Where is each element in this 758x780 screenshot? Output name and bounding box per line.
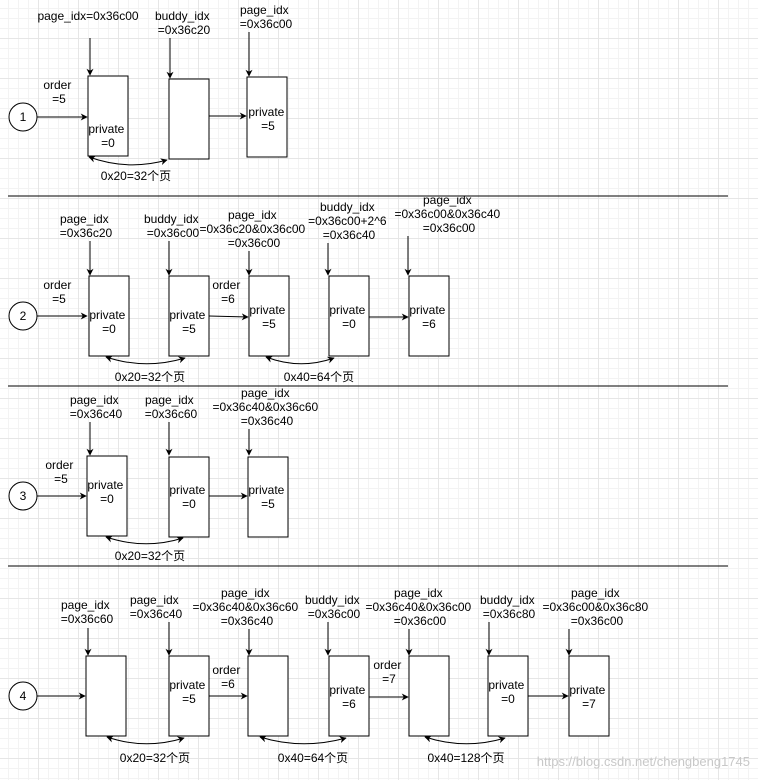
page-idx-label: page_idx =0x36c20 [60,212,113,240]
buddy-idx-label: buddy_idx =0x36c80 [480,593,538,621]
buddy-idx-label: buddy_idx =0x36c00 [144,212,202,240]
page-block [568,655,610,737]
span-label: 0x20=32个页 [101,169,171,183]
arrow [208,313,249,321]
page-block [487,655,529,737]
span-label: 0x40=128个页 [427,751,504,765]
page-idx-label: page_idx =0x36c60 [145,393,198,421]
page-idx-label: page_idx =0x36c40&0x36c00 =0x36c00 [365,586,474,628]
page-idx-label: page_idx =0x36c20&0x36c00 =0x36c00 [199,208,308,250]
block-text: private =5 [248,105,287,133]
span-arrow [105,355,186,365]
row-1: 1 page_idx=0x36c00 buddy_idx =0x36c20 pa… [8,3,293,183]
page-idx-label: page_idx =0x36c40 [130,593,183,621]
page-block [168,78,210,160]
block-text: private =0 [88,122,127,150]
block-text: private =0 [488,678,527,706]
step-number: 4 [20,689,27,703]
page-idx-label: page_idx =0x36c00&0x36c80 =0x36c00 [542,586,651,628]
page-block [85,655,127,737]
block-text: private =6 [409,303,448,331]
span-label: 0x20=32个页 [120,751,190,765]
block-text: private =0 [89,308,128,336]
page-block [87,75,129,157]
buddy-idx-label: buddy_idx =0x36c00+2^6 =0x36c40 [308,200,390,242]
page-idx-label: page_idx=0x36c00 [37,9,138,23]
block-text: private =5 [249,303,288,331]
span-arrow [105,535,184,545]
page-idx-label: page_idx =0x36c60 [61,598,114,626]
span-arrow [88,155,168,166]
order-label: order =5 [45,458,76,486]
order-label: order =7 [373,658,404,686]
page-idx-label: page_idx =0x36c40&0x36c60 =0x36c40 [212,386,321,428]
page-idx-label: page_idx =0x36c40 [70,393,123,421]
block-text: private =0 [87,478,126,506]
page-block [246,76,288,158]
page-block [168,456,210,538]
order-label: order =6 [212,278,243,306]
span-arrow [259,735,347,745]
span-label: 0x20=32个页 [115,370,185,384]
row-2: 2 page_idx =0x36c20 buddy_idx =0x36c00 p… [8,193,503,384]
step-number: 2 [20,309,27,323]
block-text: private =5 [169,308,208,336]
page-idx-label: page_idx =0x36c00 [240,3,293,31]
page-block [408,655,450,737]
step-number: 1 [20,110,27,124]
row-4: 4 page_idx =0x36c60 page_idx =0x36c40 pa… [8,586,651,765]
page-block [86,455,128,537]
block-text: private =5 [248,483,287,511]
span-arrow [265,355,335,365]
order-label: order =6 [212,663,243,691]
page-idx-label: page_idx =0x36c00&0x36c40 =0x36c00 [394,193,503,235]
block-text: private =5 [169,678,208,706]
buddy-idx-label: buddy_idx =0x36c20 [155,9,213,37]
page-block [328,655,370,737]
page-block [408,275,450,357]
span-label: 0x40=64个页 [284,370,354,384]
order-label: order =5 [43,278,74,306]
span-arrow [424,735,506,745]
page-idx-label: page_idx =0x36c40&0x36c60 =0x36c40 [192,586,301,628]
span-arrow [106,735,185,745]
page-block [88,275,130,357]
page-block [328,275,370,357]
page-block [248,275,290,357]
page-block [247,456,289,538]
block-text: private =7 [569,683,608,711]
watermark: https://blog.csdn.net/chengbeng1745 [537,754,750,769]
row-3: 3 page_idx =0x36c40 page_idx =0x36c60 pa… [8,386,321,563]
span-label: 0x40=64个页 [278,751,348,765]
step-number: 3 [20,489,27,503]
buddy-idx-label: buddy_idx =0x36c00 [305,593,363,621]
page-block [168,275,210,357]
block-text: private =6 [329,683,368,711]
order-label: order =5 [43,78,74,106]
page-block [247,655,289,737]
block-text: private =0 [169,483,208,511]
block-text: private =0 [329,303,368,331]
page-block [168,655,210,737]
span-label: 0x20=32个页 [115,549,185,563]
